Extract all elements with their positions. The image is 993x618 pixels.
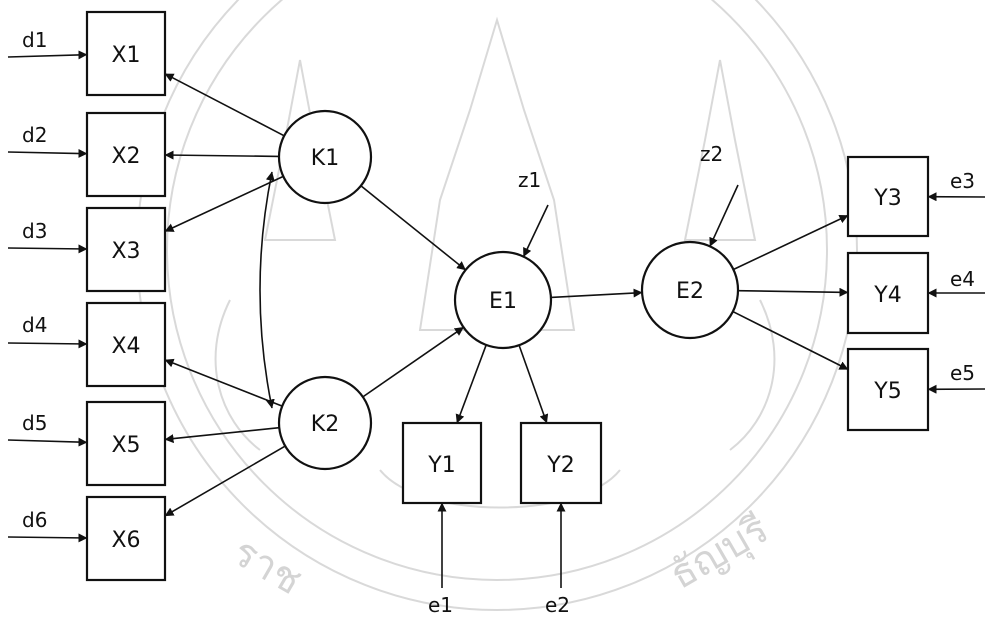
label-e3: e3 — [950, 169, 975, 193]
path-K1-to-X1 — [164, 73, 285, 137]
label-e4: e4 — [950, 267, 975, 291]
label-Y4: Y4 — [873, 283, 901, 308]
label-e5: e5 — [950, 361, 975, 385]
node-Y3 — [846, 155, 930, 238]
label-K1: K1 — [311, 146, 339, 171]
path-d5-to-X5 — [7, 437, 88, 447]
label-Y1: Y1 — [427, 453, 455, 478]
node-Y5 — [846, 347, 930, 432]
node-E2 — [640, 240, 740, 340]
path-d2-to-X2 — [7, 148, 88, 158]
path-d6-to-X6 — [7, 533, 88, 543]
node-K2 — [277, 375, 373, 471]
label-X5: X5 — [111, 433, 140, 458]
node-X2 — [85, 111, 167, 198]
path-d1-to-X1 — [7, 50, 88, 60]
label-Y2: Y2 — [546, 453, 574, 478]
svg-text:ธัญบุรี: ธัญบุรี — [662, 506, 777, 599]
node-Y4 — [846, 251, 930, 335]
path-E2-to-Y4 — [737, 287, 849, 297]
path-K1-to-X2 — [164, 150, 280, 160]
path-E1-to-E2 — [550, 288, 643, 299]
label-d5: d5 — [22, 411, 47, 435]
node-K1 — [277, 109, 373, 205]
label-X4: X4 — [111, 334, 140, 359]
svg-text:ราช: ราช — [225, 529, 310, 604]
path-z1-to-E1 — [522, 204, 549, 258]
path-K2-to-X4 — [164, 358, 283, 407]
path-K2-to-E1 — [362, 326, 464, 398]
label-X6: X6 — [111, 528, 140, 553]
path-E2-to-Y3 — [733, 214, 849, 271]
label-d2: d2 — [22, 123, 47, 147]
label-d3: d3 — [22, 219, 47, 243]
correlation-K1-K2 — [259, 171, 275, 409]
path-d4-to-X4 — [7, 339, 88, 349]
label-e1: e1 — [428, 593, 453, 617]
node-Y1 — [401, 421, 483, 505]
node-X1 — [85, 10, 167, 97]
node-X5 — [85, 400, 167, 487]
label-z2: z2 — [700, 142, 723, 166]
path-K2-to-X6 — [164, 445, 286, 517]
error-term-labels: d1 d2 d3 d4 d5 d6 z1 z2 e1 e2 e3 e4 e5 — [22, 28, 975, 617]
path-d3-to-X3 — [7, 244, 88, 254]
node-X3 — [85, 206, 167, 293]
label-X3: X3 — [111, 239, 140, 264]
path-E1-to-Y2 — [518, 344, 549, 424]
path-z2-to-E2 — [709, 184, 739, 247]
label-d6: d6 — [22, 508, 47, 532]
label-E2: E2 — [676, 279, 704, 304]
node-X4 — [85, 301, 167, 388]
path-E1-to-Y1 — [455, 344, 487, 424]
label-E1: E1 — [489, 289, 517, 314]
node-Y2 — [519, 421, 603, 505]
label-d4: d4 — [22, 313, 47, 337]
label-e2: e2 — [545, 593, 570, 617]
label-X2: X2 — [111, 144, 140, 169]
node-E1 — [453, 250, 553, 350]
diagram-nodes: X1 X2 X3 X4 X5 X6 K1 K2 E1 E2 Y1 Y2 Y3 Y… — [85, 10, 930, 582]
label-d1: d1 — [22, 28, 47, 52]
label-X1: X1 — [111, 43, 140, 68]
path-E2-to-Y5 — [732, 310, 849, 371]
path-K2-to-X5 — [164, 426, 280, 444]
path-K1-to-E1 — [360, 185, 467, 271]
node-X6 — [85, 495, 167, 582]
path-K1-to-X3 — [164, 175, 284, 233]
label-K2: K2 — [311, 412, 339, 437]
path-arrows — [7, 50, 986, 588]
label-Y3: Y3 — [873, 186, 901, 211]
label-Y5: Y5 — [873, 379, 901, 404]
label-z1: z1 — [518, 168, 541, 192]
